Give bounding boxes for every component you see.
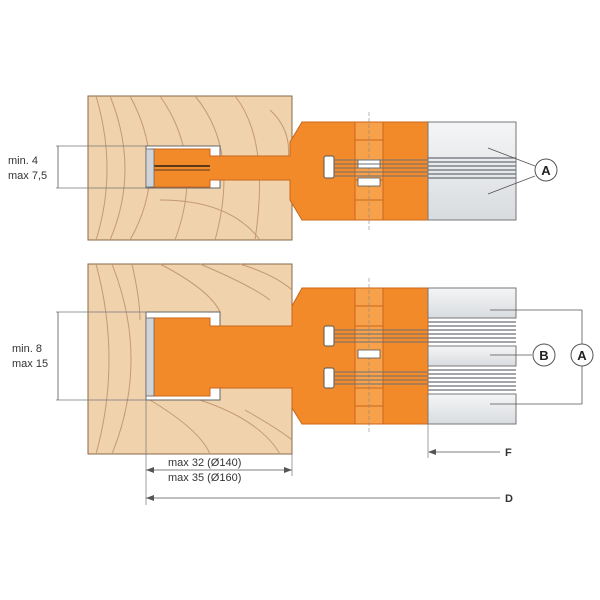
steel-plate-bottom-low — [427, 393, 517, 425]
arbor-lines-top — [334, 159, 428, 177]
dim-f-label: F — [505, 447, 512, 459]
steel-plate-bottom-mid — [427, 345, 517, 367]
callout-b-text: B — [539, 348, 548, 363]
top-dim-label-1: min. 4 — [8, 155, 38, 167]
bottom-dim-label-2: max 15 — [12, 358, 48, 370]
key-bottom-1 — [323, 325, 335, 347]
top-dim-label-2: max 7,5 — [8, 170, 47, 182]
dim-d-label: D — [505, 493, 513, 505]
key-top — [323, 155, 335, 179]
depth-label-2: max 35 (Ø160) — [168, 472, 241, 484]
callout-a-bottom-text: A — [577, 348, 587, 363]
callout-a-top-text: A — [541, 163, 551, 178]
steel-plate-top — [427, 121, 517, 221]
steel-plate-bottom-top — [427, 287, 517, 319]
bottom-dim-label-1: min. 8 — [12, 343, 42, 355]
key-bottom-2 — [323, 367, 335, 389]
callout-a-bottom — [570, 343, 594, 367]
top-view: min. 4 max 7,5 A — [8, 95, 558, 241]
screw-top — [354, 112, 384, 232]
bottom-view: min. 8 max 15 B A F max 32 (Ø140) max 35… — [12, 263, 594, 505]
callout-a-top — [534, 158, 558, 182]
arbor-lines-bottom — [334, 329, 428, 385]
depth-label-1: max 32 (Ø140) — [168, 457, 241, 469]
callout-b — [532, 343, 556, 367]
wood-grain-bottom — [95, 263, 293, 455]
